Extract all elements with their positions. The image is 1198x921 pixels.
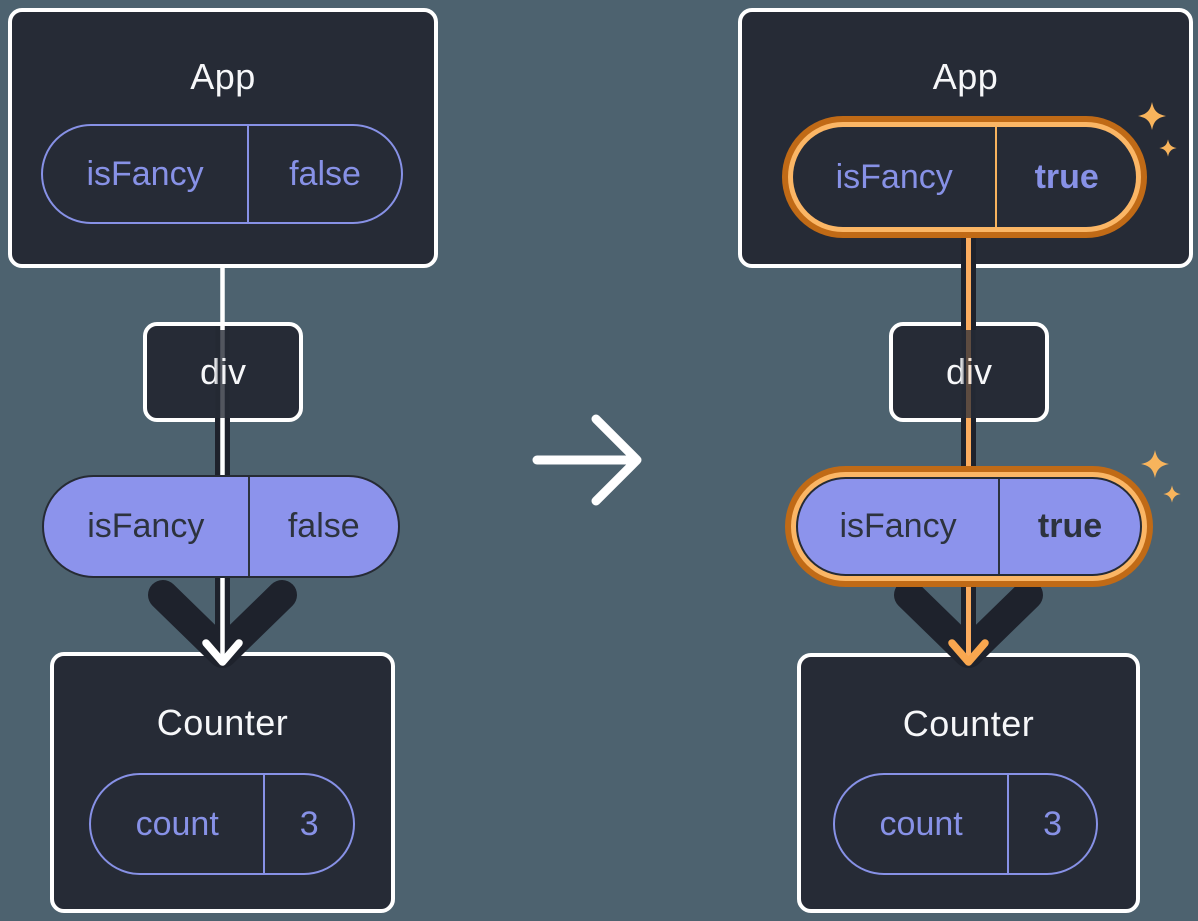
after-passed-prop-pill: isFancy true [785,466,1153,587]
before-counter-state-value: 3 [263,775,353,873]
before-counter-title: Counter [156,702,289,743]
before-prop-arrowhead-icon [148,580,297,668]
after-app-state-name: isFancy [835,157,953,196]
after-passed-prop-name: isFancy [839,507,957,545]
before-div-node: div [143,322,303,422]
before-passed-prop-name: isFancy [87,507,205,545]
highlight-ring: isFancy true [788,122,1141,232]
transition-arrow-icon [532,414,642,506]
after-app-title: App [932,56,999,97]
before-app-state-value: false [247,126,401,222]
highlight-ring: isFancy true [791,472,1147,581]
before-passed-prop-value: false [247,477,398,576]
after-counter-state-value: 3 [1007,775,1096,873]
sparkle-icon [1141,450,1169,478]
after-app-state-value: true [995,127,1136,227]
before-app-state-pill: isFancy false [41,124,403,224]
after-div-label: div [945,351,993,392]
before-passed-prop-pill: isFancy false [42,475,400,578]
after-counter-card: Counter [797,653,1140,913]
before-counter-state-name: count [135,804,219,843]
after-counter-title: Counter [902,703,1035,744]
before-counter-state-pill: count 3 [89,773,355,875]
after-counter-state-name: count [879,804,963,843]
before-app-state-name: isFancy [86,154,204,193]
after-counter-state-pill: count 3 [833,773,1098,875]
before-div-label: div [199,351,247,392]
after-div-node: div [889,322,1049,422]
before-app-title: App [190,56,256,97]
before-counter-card: Counter [50,652,395,913]
after-passed-prop-value: true [998,479,1140,574]
after-app-state-pill: isFancy true [782,116,1147,238]
after-prop-arrowhead-icon [894,580,1043,668]
sparkle-icon [1163,485,1181,503]
